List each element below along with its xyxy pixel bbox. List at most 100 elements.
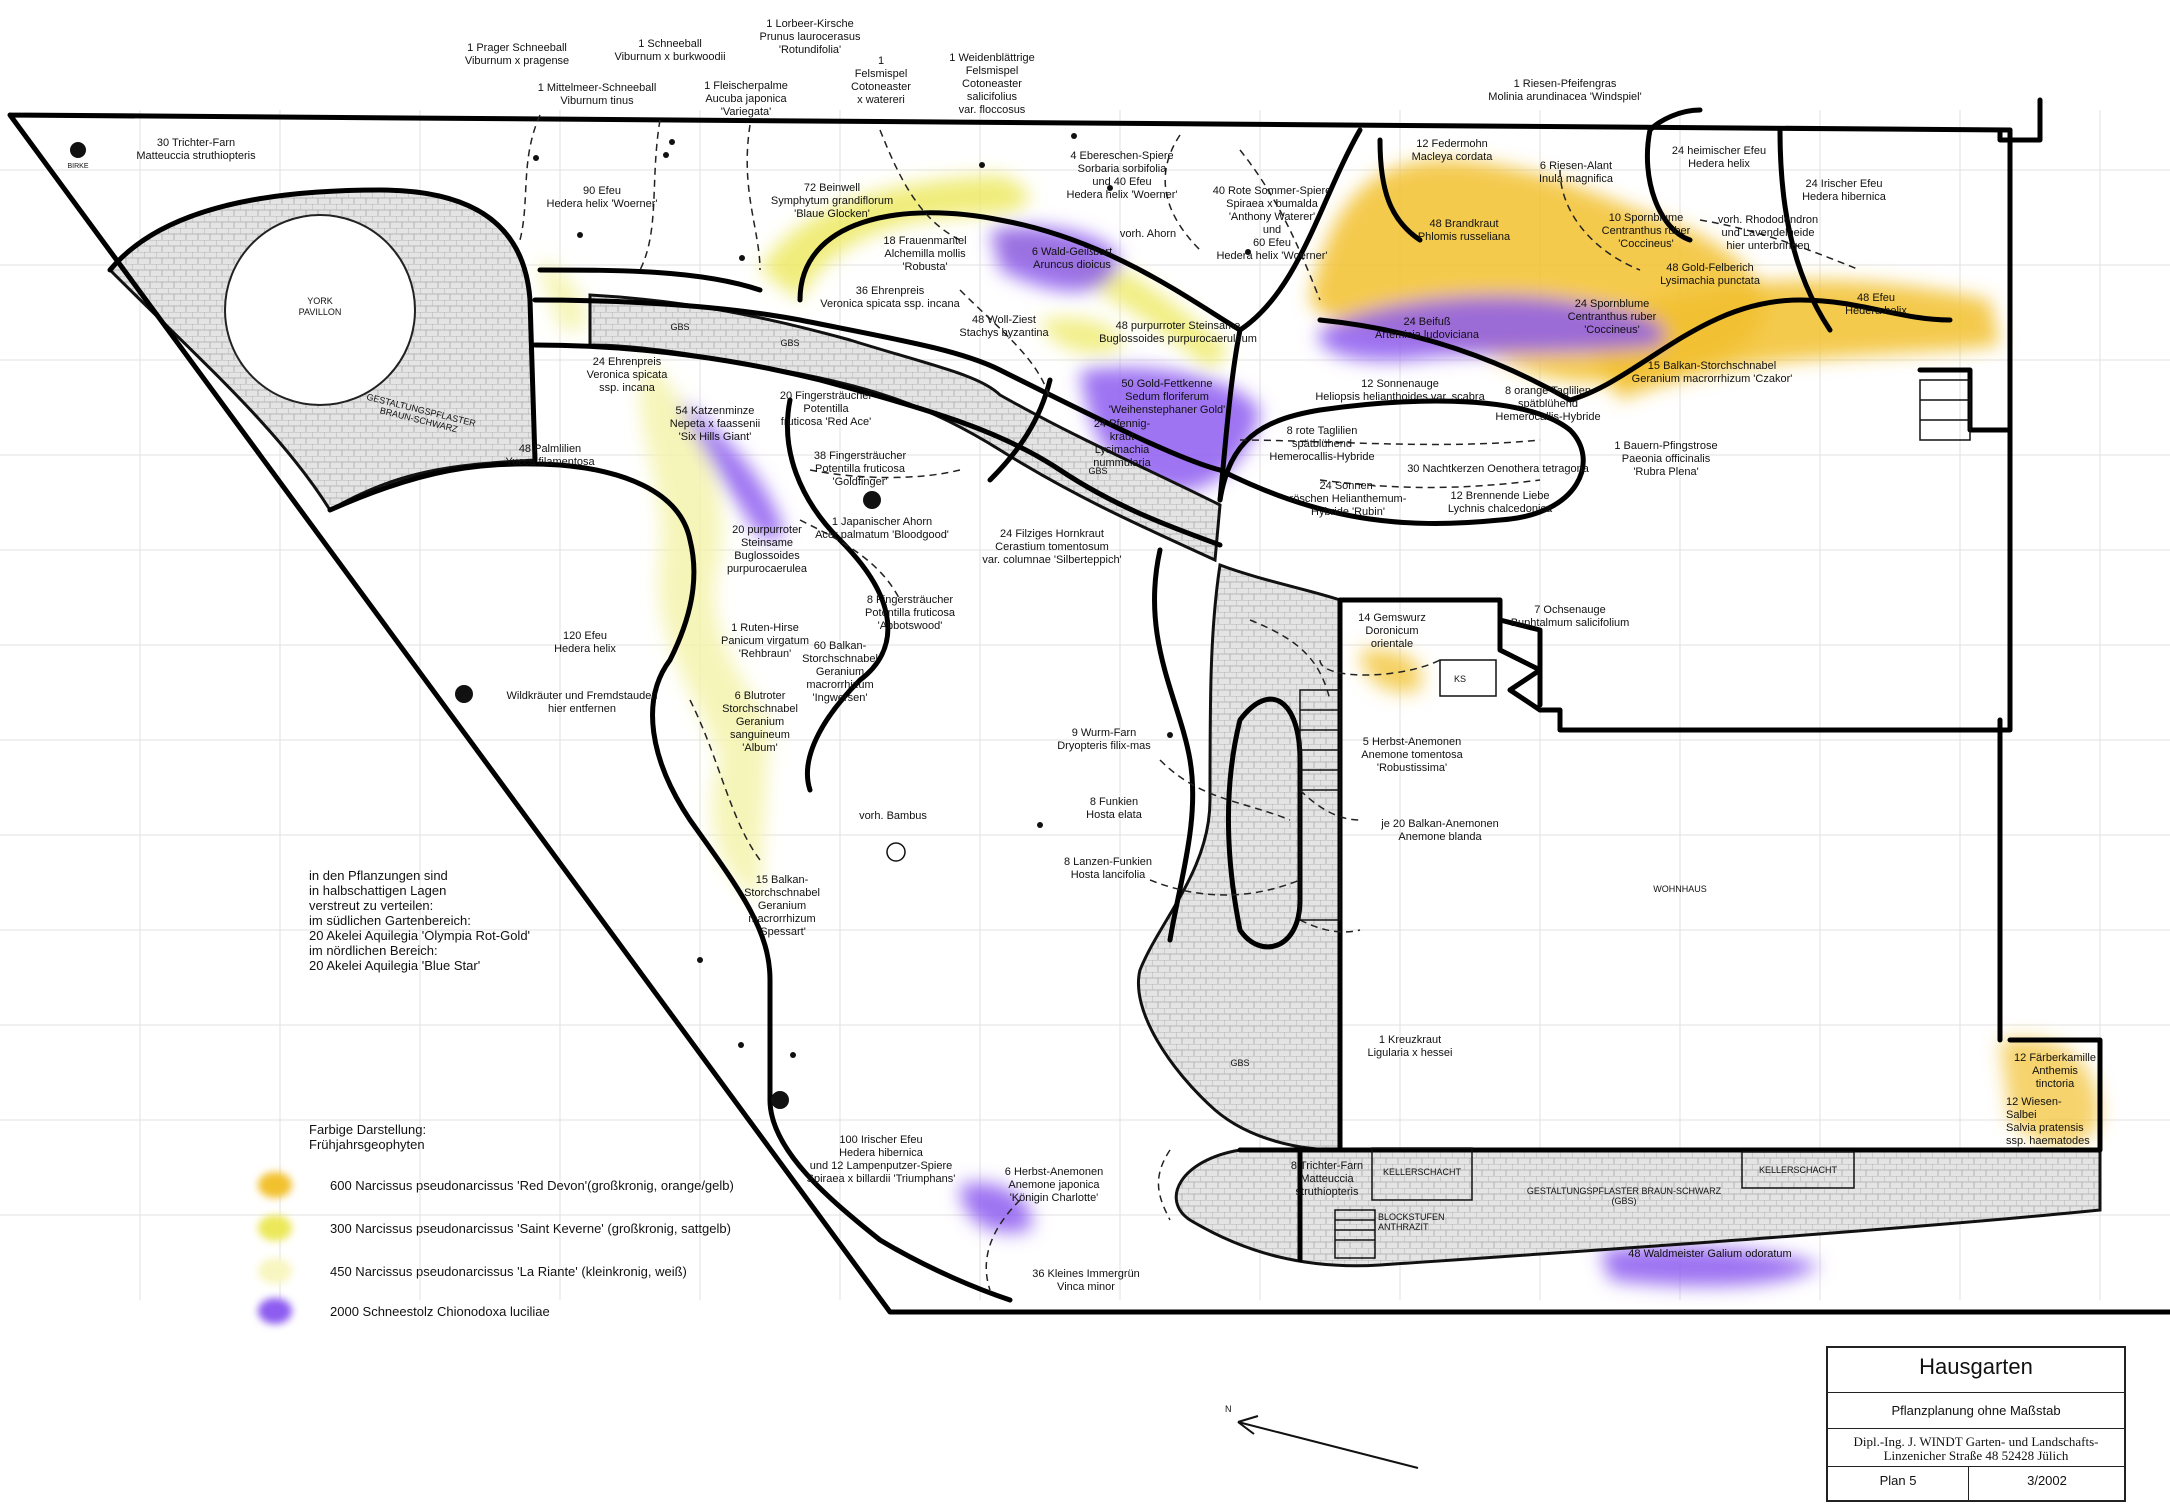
note-line: im südlichen Gartenbereich: (309, 913, 471, 928)
bulb-color-washes (540, 159, 2100, 1287)
plant-label: 1 Kreuzkraut Ligularia x hessei (1367, 1034, 1453, 1059)
plant-label: 48 Gold-Felberich Lysimachia punctata (1660, 262, 1760, 287)
plant-label: 8 Funkien Hosta elata (1086, 796, 1142, 821)
wohnhaus-label: WOHNHAUS (1653, 884, 1707, 894)
ks-label: KS (1453, 674, 1467, 684)
plant-label: 1 Lorbeer-Kirsche Prunus laurocerasus 'R… (759, 18, 861, 56)
plant-label: Wildkräuter und Fremdstauden hier entfer… (506, 690, 658, 715)
plant-label: 1 Riesen-Pfeifengras Molinia arundinacea… (1488, 78, 1642, 103)
wash-yellow-arc (760, 175, 1029, 300)
wash-purple-north (1318, 296, 1665, 361)
wash-purple-west (680, 400, 783, 541)
plant-label: 50 Gold-Fettkenne Sedum floriferum 'Weih… (1108, 378, 1226, 416)
wash-orange-east (1580, 280, 2000, 400)
dashed-divisions (519, 114, 1861, 1291)
plant-label: 24 Irischer Efeu Hedera hibernica (1802, 178, 1886, 203)
note-line: 20 Akelei Aquilegia 'Olympia Rot-Gold' (309, 928, 531, 943)
legend-item: 300 Narcissus pseudonarcissus 'Saint Kev… (258, 1213, 731, 1243)
pavilion-circle (224, 214, 416, 406)
kellerschacht-label-1: KELLERSCHACHT (1382, 1167, 1462, 1177)
plant-label: 40 Rote Sommer-Spiere Spiraea x bumalda … (1212, 185, 1332, 262)
legend-label: 300 Narcissus pseudonarcissus 'Saint Kev… (330, 1220, 731, 1236)
legend-swatch-orange (258, 1172, 292, 1198)
note-line: verstreut zu verteilen: (309, 898, 434, 913)
plan-number: Plan 5 (1879, 1473, 1917, 1488)
plant-label: vorh. Ahorn (1119, 228, 1177, 240)
plan-title: Hausgarten (1919, 1354, 2033, 1379)
plant-label: 20 purpurroter Steinsame Buglossoides pu… (726, 524, 808, 575)
legend-item: 450 Narcissus pseudonarcissus 'La Riante… (258, 1256, 687, 1286)
plant-label: 1 Japanischer Ahorn Acer palmatum 'Blood… (815, 516, 949, 541)
plant-label: 1 Schneeball Viburnum x burkwoodii (614, 38, 726, 63)
plant-label: 48 Palmlilien Yucca filamentosa (505, 443, 595, 468)
wash-pale-west (540, 260, 586, 330)
plant-label: 12 Brennende Liebe Lychnis chalcedonica (1447, 490, 1553, 515)
plant-label: 8 Lanzen-Funkien Hosta lancifolia (1063, 856, 1153, 881)
plant-label: 24 Spornblume Centranthus ruber 'Coccine… (1567, 298, 1657, 336)
firm-line: Dipl.-Ing. J. WINDT Garten- und Landscha… (1853, 1434, 2099, 1449)
legend-item: 600 Narcissus pseudonarcissus 'Red Devon… (258, 1170, 734, 1200)
wash-pale-strip (640, 360, 770, 900)
plant-label: 20 Fingersträucher Potentilla fruticosa … (779, 390, 873, 428)
plant-label: 24 Pfennig- kraut Lysimachia nummularia (1093, 418, 1151, 469)
plant-label: 1 Bauern-Pfingstrose Paeonia officinalis… (1614, 440, 1718, 478)
gbs-label-2: GBS (780, 338, 800, 348)
plant-label: vorh. Rhododendron und Lavendelheide hie… (1717, 214, 1819, 252)
title-divider (1828, 1466, 2124, 1467)
plant-label: 48 Woll-Ziest Stachys byzantina (959, 314, 1049, 339)
plant-label: 4 Ebereschen-Spiere Sorbaria sorbifolia … (1066, 150, 1178, 201)
note-line: 20 Akelei Aquilegia 'Blue Star' (309, 958, 481, 973)
plant-label: 48 Efeu Hedera helix (1845, 292, 1907, 317)
trees (70, 133, 1251, 1109)
plant-label: 12 Färberkamille Anthemis tinctoria (2014, 1052, 2096, 1090)
plant-label: 48 Brandkraut Phlomis russeliana (1417, 218, 1511, 243)
kellerschacht-label-2: KELLERSCHACHT (1758, 1165, 1838, 1175)
plant-label: 1 Mittelmeer-Schneeball Viburnum tinus (537, 82, 657, 107)
plant-label: 1 Felsmispel Cotoneaster x watereri (851, 55, 911, 106)
legend-label: 450 Narcissus pseudonarcissus 'La Riante… (330, 1263, 687, 1279)
plant-label: 60 Balkan- Storchschnabel Geranium macro… (802, 640, 878, 704)
plant-label: 6 Riesen-Alant Inula magnifica (1539, 160, 1613, 185)
plant-label: 90 Efeu Hedera helix 'Woerner' (546, 185, 658, 210)
plant-label: 5 Herbst-Anemonen Anemone tomentosa 'Rob… (1361, 736, 1463, 774)
plant-label: 24 Sonnen- röschen Helianthemum- Hybride… (1289, 480, 1407, 518)
legend-heading: Farbige Darstellung: (309, 1122, 427, 1137)
gbs-label-1: GBS (670, 322, 690, 332)
plant-label: 8 Fingersträucher Potentilla fruticosa '… (865, 594, 955, 632)
legend-subheading: Frühjahrsgeophyten (309, 1137, 425, 1152)
wash-purple-south (960, 1182, 1032, 1233)
plant-label: 24 Filziges Hornkraut Cerastium tomentos… (982, 528, 1122, 566)
firm-address: Dipl.-Ing. J. WINDT Garten- und Landscha… (1828, 1435, 2124, 1463)
outer-boundary (7, 112, 2170, 1315)
gbs-label-3: GBS (1088, 466, 1108, 476)
gbs-label-4: GBS (1230, 1058, 1250, 1068)
legend-item: 2000 Schneestolz Chionodoxa luciliae (258, 1296, 550, 1326)
plant-label: 8 Trichter-Farn Matteuccia struthiopteri… (1290, 1160, 1364, 1198)
plant-label: 24 Beifuß Artemisia ludoviciana (1375, 316, 1479, 341)
north-label: N (1225, 1404, 1232, 1414)
plant-label: 14 Gemswurz Doronicum orientale (1358, 612, 1426, 650)
note-line: in den Pflanzungen sind (309, 868, 448, 883)
plant-label: 12 Federmohn Macleya cordata (1411, 138, 1493, 163)
plant-label: 12 Sonnenauge Heliopsis helianthoides va… (1315, 378, 1485, 403)
plant-label: 12 Wiesen- Salbei Salvia pratensis ssp. … (2006, 1096, 2090, 1147)
plant-label: 1 Fleischerpalme Aucuba japonica 'Varieg… (704, 80, 788, 118)
legend-swatch-pale-yellow (258, 1258, 292, 1284)
title-block: Hausgarten Pflanzplanung ohne Maßstab Di… (1826, 1346, 2126, 1502)
legend-swatch-yellow (258, 1215, 292, 1241)
legend-swatch-purple (258, 1298, 292, 1324)
plant-label: 24 heimischer Efeu Hedera helix (1671, 145, 1767, 170)
building-details (1299, 379, 1971, 1259)
title-divider (1828, 1392, 2124, 1393)
plant-label: 120 Efeu Hedera helix (554, 630, 616, 655)
paving-bottom-label: GESTALTUNGSPFLASTER BRAUN-SCHWARZ (GBS) (1526, 1186, 1722, 1206)
wash-yellow-centre (1040, 317, 1122, 354)
distribution-note: in den Pflanzungen sind in halbschattige… (309, 868, 530, 973)
plant-label: 54 Katzenminze Nepeta x faassenii 'Six H… (669, 405, 761, 443)
plant-label: 8 rote Taglilien spätblühend Hemerocalli… (1269, 425, 1375, 463)
wash-purple-aruncus (990, 226, 1120, 292)
plant-label: 48 Waldmeister Galium odoratum (1628, 1248, 1792, 1260)
plant-label: 6 Wald-Geißbart Aruncus dioicus (1031, 246, 1113, 271)
birke-label: BIRKE (67, 163, 89, 170)
plant-label: 15 Balkan-Storchschnabel Geranium macror… (1631, 360, 1793, 385)
